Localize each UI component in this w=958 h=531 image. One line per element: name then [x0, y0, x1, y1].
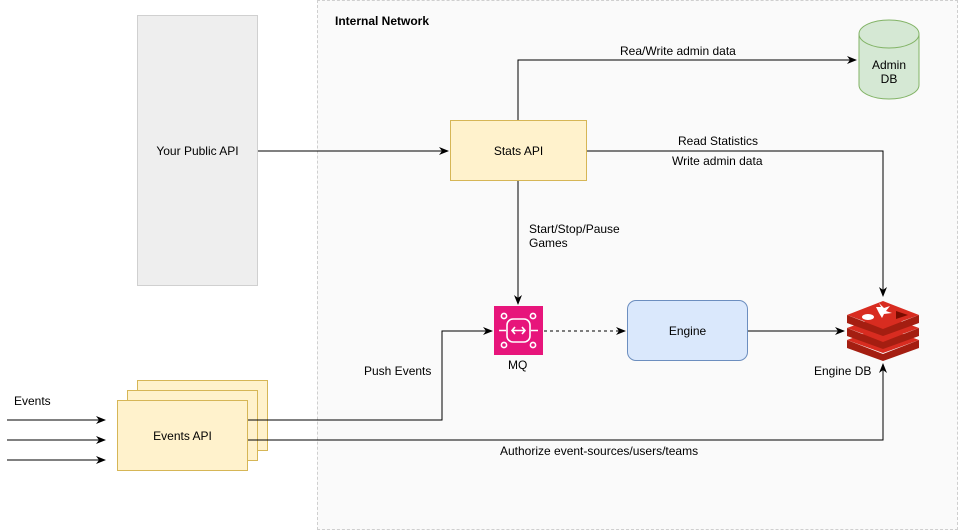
mq-icon[interactable] [494, 306, 544, 356]
admin-db-cylinder[interactable] [858, 19, 920, 101]
admin-db-text: Admin DB [871, 58, 906, 86]
internal-network-title: Internal Network [335, 14, 430, 28]
edge-label-start-stop: Start/Stop/Pause Games [529, 222, 620, 250]
public-api-label: Your Public API [156, 143, 239, 158]
redis-icon[interactable] [846, 298, 920, 362]
edge-label-authorize: Authorize event-sources/users/teams [500, 444, 699, 458]
public-api-node[interactable]: Your Public API [137, 15, 258, 286]
edge-label-read-stats: Read Statistics [678, 134, 759, 148]
stats-api-node[interactable]: Stats API [450, 120, 587, 181]
engine-node[interactable]: Engine [627, 300, 748, 361]
admin-db-label: Admin DB [858, 52, 920, 92]
stats-api-label: Stats API [493, 143, 544, 158]
edge-label-events: Events [14, 394, 51, 408]
edge-stats-to-admindb [517, 56, 857, 120]
mq-label: MQ [508, 358, 528, 372]
events-api-node[interactable]: Events API [117, 400, 248, 471]
edge-label-write-admin: Write admin data [672, 154, 763, 168]
edge-label-rw-admin: Rea/Write admin data [620, 44, 736, 58]
events-api-label: Events API [153, 428, 212, 443]
engine-label: Engine [668, 323, 707, 338]
internal-network-boundary [317, 0, 958, 530]
edge-label-push-events: Push Events [364, 364, 432, 378]
edge-events-to-enginedb [248, 363, 887, 441]
edge-events-to-mq [248, 327, 493, 421]
engine-db-label: Engine DB [814, 364, 872, 378]
edge-stats-to-enginedb [587, 150, 887, 297]
